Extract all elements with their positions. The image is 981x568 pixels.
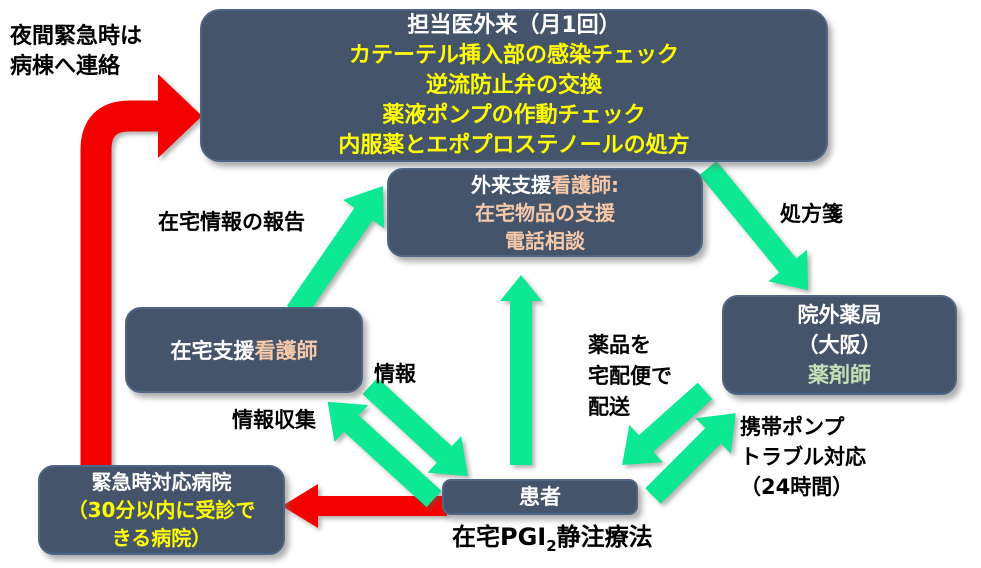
- outpatient-nurse-title: 外来支援看護師:: [471, 172, 619, 197]
- emergency-hospital-note: きる病院）: [111, 526, 212, 550]
- green-arrow-drug-delivery: [622, 382, 713, 465]
- outpatient-nurse-service: 在宅物品の支援: [475, 200, 615, 225]
- label-prescription: 処方箋: [780, 202, 843, 226]
- box-outpatient-support-nurse: 外来支援看護師: 在宅物品の支援 電話相談: [387, 168, 703, 257]
- label-drug-delivery: 薬品を 宅配便で 配送: [588, 333, 672, 419]
- box-external-pharmacy: 院外薬局 （大阪） 薬剤師: [722, 295, 957, 395]
- emergency-hospital-name: 緊急時対応病院: [91, 470, 232, 494]
- home-nurse-title: 在宅支援看護師: [170, 339, 318, 363]
- label-info: 情報: [374, 362, 416, 386]
- label-home-info-report: 在宅情報の報告: [158, 210, 305, 234]
- green-arrow-prescription: [699, 161, 809, 291]
- green-arrow-home-info-report: [286, 186, 385, 319]
- box-emergency-hospital: 緊急時対応病院 （30分以内に受診で きる病院）: [38, 465, 285, 555]
- green-arrow-info-to-patient: [362, 377, 468, 477]
- label-pump-trouble-support: 携帯ポンプ トラブル対応 （24時間）: [740, 415, 866, 499]
- red-elbow-arrow-emergency-to-doctor: [80, 74, 202, 478]
- patient-name: 患者: [519, 485, 561, 509]
- doctor-task: カテーテル挿入部の感染チェック: [348, 42, 679, 68]
- label-info-collection: 情報収集: [232, 408, 316, 432]
- red-arrow-patient-to-emergency: [282, 484, 447, 528]
- pharmacy-location: （大阪）: [797, 333, 882, 357]
- doctor-task: 逆流防止弁の交換: [425, 72, 602, 98]
- green-arrow-pump-trouble: [645, 413, 736, 504]
- box-patient: 患者: [442, 479, 638, 515]
- emergency-hospital-note: （30分以内に受診で: [67, 498, 256, 522]
- pharmacy-staff: 薬剤師: [808, 363, 871, 387]
- pharmacy-name: 院外薬局: [797, 303, 882, 327]
- green-arrow-patient-to-outpatient-nurse: [500, 275, 542, 465]
- box-home-support-nurse: 在宅支援看護師: [125, 307, 363, 393]
- label-night-emergency: 夜間緊急時は 病棟へ連絡: [10, 24, 143, 80]
- box-doctor-outpatient: 担当医外来（月1回） カテーテル挿入部の感染チェック 逆流防止弁の交換 薬液ポン…: [200, 9, 828, 162]
- doctor-task: 内服薬とエポプロステノールの処方: [338, 132, 690, 158]
- green-arrow-info-collection: [327, 401, 442, 508]
- outpatient-nurse-service: 電話相談: [505, 228, 585, 253]
- doctor-task: 薬液ポンプの作動チェック: [382, 102, 646, 128]
- doctor-title: 担当医外来（月1回）: [407, 12, 621, 38]
- label-home-pgi2-therapy: 在宅PGI2静注療法: [452, 523, 653, 555]
